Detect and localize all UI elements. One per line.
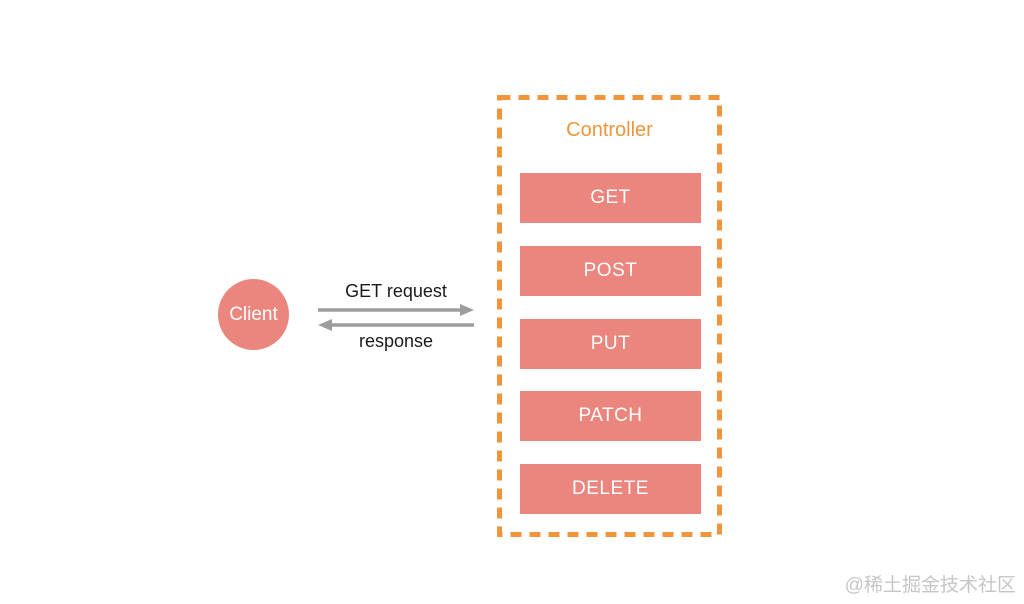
- request-arrow-label: GET request: [345, 281, 447, 301]
- method-box-patch: PATCH: [520, 391, 701, 441]
- controller-container: Controller GET POST PUT PATCH DELETE: [497, 95, 722, 537]
- request-arrow-icon: [318, 304, 474, 316]
- watermark: @稀土掘金技术社区: [844, 575, 1016, 596]
- client-node: Client: [218, 279, 289, 350]
- client-label: Client: [229, 303, 278, 325]
- request-response-arrows: [318, 304, 474, 331]
- method-box-put: PUT: [520, 319, 701, 369]
- response-arrow-label: response: [358, 331, 434, 351]
- controller-title: Controller: [566, 119, 653, 141]
- method-box-post: POST: [520, 246, 701, 296]
- response-arrow-icon: [318, 319, 474, 331]
- method-box-get: GET: [520, 173, 701, 223]
- controller-dashed-border-icon: [497, 95, 722, 537]
- method-box-delete: DELETE: [520, 464, 701, 514]
